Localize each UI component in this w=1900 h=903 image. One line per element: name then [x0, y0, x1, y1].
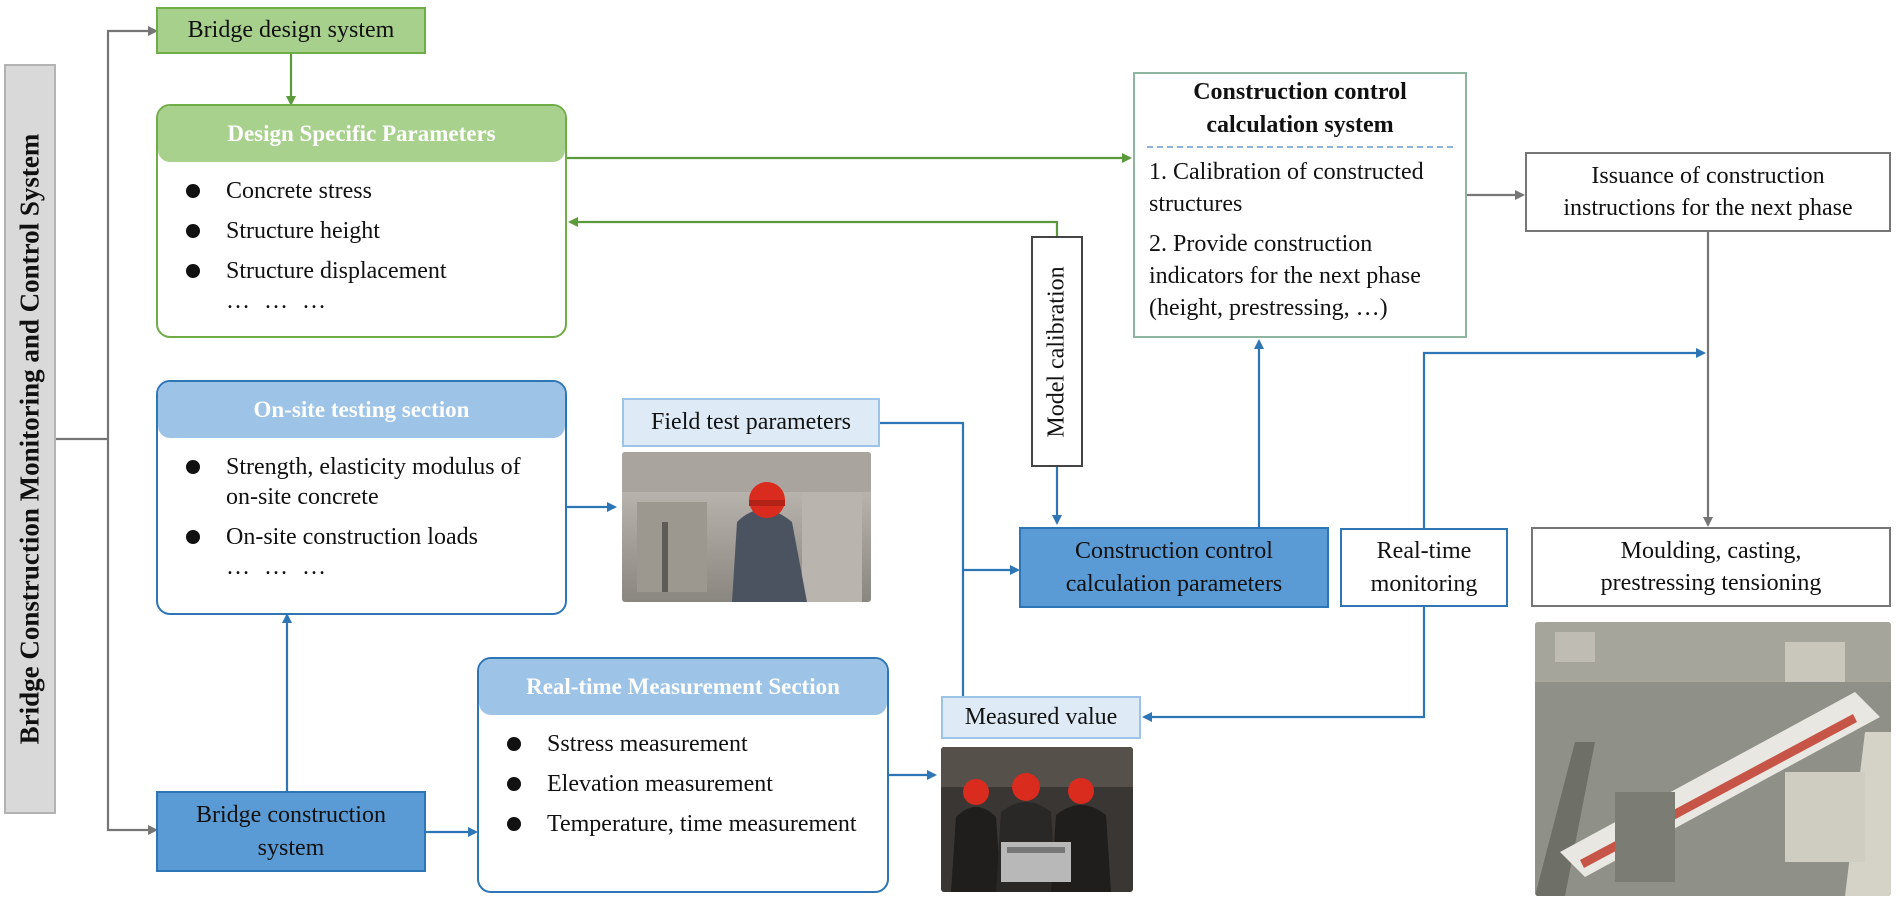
bridge-construction-system-label: Bridge construction system — [196, 802, 386, 861]
realtime-monitoring-box: Real-time monitoring — [1340, 528, 1508, 607]
monitoring-to-measured-arrow — [1142, 606, 1426, 722]
onsite-testing-header: On-site testing section — [158, 382, 565, 438]
bridge-construction-system-box: Bridge construction system — [156, 791, 426, 872]
model-calibration-box: Model calibration — [1031, 236, 1083, 467]
design-params-list: Concrete stress Structure height Structu… — [158, 162, 565, 286]
field-test-photo — [622, 452, 871, 602]
calc-parameters-box: Construction control calculation paramet… — [1019, 527, 1329, 608]
calc-system-item: 1. Calibration of constructed structures — [1149, 159, 1424, 217]
list-item: Strength, elasticity modulus of on-site … — [186, 452, 547, 512]
field-test-parameters-label: Field test parameters — [651, 409, 851, 436]
monitoring-to-issuance-arrow — [1422, 348, 1706, 528]
onsite-testing-panel: On-site testing section Strength, elasti… — [156, 380, 567, 615]
field-test-to-params-arrow — [880, 421, 1020, 575]
measurement-team-photo — [941, 747, 1133, 892]
system-title: Bridge Construction Monitoring and Contr… — [14, 133, 45, 745]
measured-value-box: Measured value — [941, 696, 1141, 739]
issuance-label: Issuance of construction instructions fo… — [1563, 162, 1853, 221]
model-calibration-label: Model calibration — [1043, 265, 1070, 438]
calc-system-item: 2. Provide construction indicators for t… — [1149, 231, 1421, 321]
calc-system-title: Construction control calculation system — [1193, 79, 1407, 138]
calc-system-divider — [1147, 146, 1453, 148]
list-item: Structure displacement — [186, 256, 565, 286]
design-params-ellipsis: … … … — [226, 288, 330, 314]
title-bracket-top — [106, 26, 158, 439]
realtime-monitoring-label: Real-time monitoring — [1370, 538, 1478, 597]
realtime-measurement-list: Sstress measurement Elevation measuremen… — [479, 715, 887, 839]
bridge-design-system-box: Bridge design system — [156, 7, 426, 54]
field-test-parameters-box: Field test parameters — [622, 398, 880, 447]
calibration-to-params-arrow — [568, 217, 1059, 237]
list-item: Elevation measurement — [507, 769, 869, 799]
realtime-measurement-header: Real-time Measurement Section — [479, 659, 887, 715]
realtime-measurement-panel: Real-time Measurement Section Sstress me… — [477, 657, 889, 893]
issuance-box: Issuance of construction instructions fo… — [1525, 152, 1891, 232]
bridge-design-system-label: Bridge design system — [187, 17, 395, 44]
list-item: Temperature, time measurement — [507, 809, 869, 839]
design-params-header: Design Specific Parameters — [158, 106, 565, 162]
list-item: Sstress measurement — [507, 729, 869, 759]
design-params-panel: Design Specific Parameters Concrete stre… — [156, 104, 567, 338]
list-item: On-site construction loads — [186, 522, 547, 552]
bridge-aerial-photo — [1535, 622, 1891, 896]
moulding-label: Moulding, casting, prestressing tensioni… — [1600, 537, 1822, 596]
list-item: Structure height — [186, 216, 565, 246]
calc-system-box: Construction control calculation system … — [1133, 72, 1467, 338]
calc-parameters-label: Construction control calculation paramet… — [1065, 538, 1283, 597]
system-title-bar: Bridge Construction Monitoring and Contr… — [4, 64, 56, 814]
measured-value-label: Measured value — [964, 704, 1118, 731]
list-item: Concrete stress — [186, 176, 565, 206]
moulding-box: Moulding, casting, prestressing tensioni… — [1531, 527, 1891, 607]
title-bracket-bottom — [106, 439, 158, 835]
onsite-testing-ellipsis: … … … — [226, 554, 330, 580]
onsite-testing-list: Strength, elasticity modulus of on-site … — [158, 438, 565, 552]
